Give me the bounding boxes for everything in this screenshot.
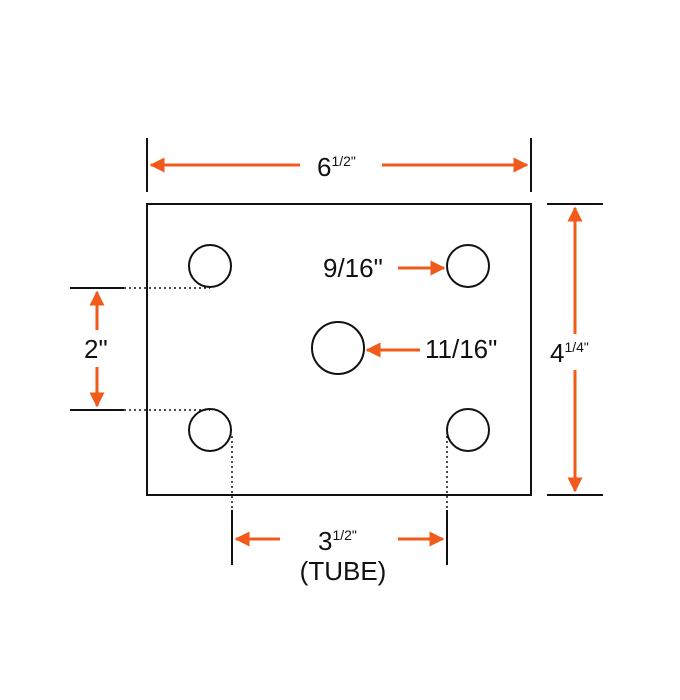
hole-bottom-right: [446, 408, 490, 452]
width-label: 61/2": [317, 152, 356, 182]
small-hole-label: 9/16": [323, 253, 383, 283]
tube-note: (TUBE): [300, 556, 387, 586]
height-main: 4: [550, 338, 564, 368]
plate-outline: [146, 203, 532, 496]
hole-top-left: [188, 244, 232, 288]
spacing-label: 2": [84, 334, 108, 364]
height-label: 41/4": [550, 338, 589, 368]
tube-main: 3: [318, 526, 332, 556]
hole-center: [311, 321, 365, 375]
tube-label: 31/2": [318, 526, 357, 556]
width-frac: 1/2": [331, 153, 355, 169]
hole-top-right: [446, 244, 490, 288]
width-main: 6: [317, 152, 331, 182]
height-frac: 1/4": [564, 339, 588, 355]
center-hole-label: 11/16": [425, 334, 497, 364]
hole-bottom-left: [188, 408, 232, 452]
tube-frac: 1/2": [332, 527, 356, 543]
